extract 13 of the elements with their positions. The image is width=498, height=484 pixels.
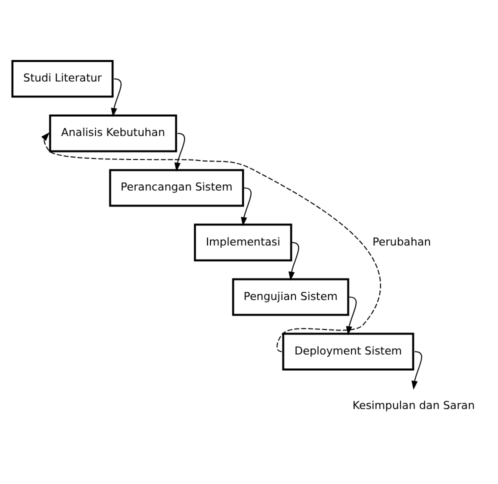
node-box: Analisis Kebutuhan: [49, 114, 178, 152]
arrow: [411, 350, 422, 390]
arrow: [240, 186, 252, 226]
node-box: Implementasi: [194, 223, 292, 261]
node-box: Pengujian Sistem: [232, 278, 350, 316]
arrow: [110, 78, 122, 117]
arrow: [41, 132, 381, 352]
arrow: [346, 296, 357, 335]
node-box: Deployment Sistem: [282, 332, 414, 370]
edge-label: Perubahan: [372, 234, 431, 248]
node-box: Perancangan Sistem: [109, 168, 244, 206]
node-box: Studi Literatur: [11, 59, 114, 98]
node-text: Kesimpulan dan Saran: [352, 398, 475, 412]
